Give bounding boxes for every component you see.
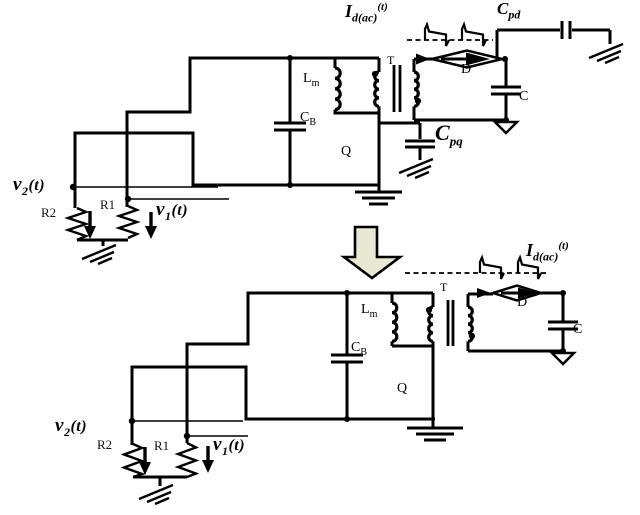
transformer-icon: [371, 58, 422, 192]
label-cb: CB: [351, 340, 368, 358]
v2-arrow-icon: [139, 447, 151, 475]
label-id-ac: Id(ac)(t): [345, 1, 388, 25]
wire: [185, 291, 433, 443]
label-lm: Lm: [303, 71, 320, 89]
resistor-r2-icon: [120, 442, 146, 479]
wire: [73, 131, 378, 208]
down-arrow-icon: [340, 225, 404, 280]
capacitor-cb-icon: [331, 293, 363, 419]
junction-dots: [69, 55, 509, 203]
label-v1: v1(t): [156, 199, 189, 223]
label-c: C: [519, 89, 529, 104]
label-r1: R1: [100, 197, 116, 212]
capacitor-cb-icon: [274, 58, 306, 185]
wire: [125, 56, 379, 207]
polarity-dot-icon: [371, 70, 379, 78]
inductor-lm-icon: [333, 58, 379, 115]
label-cpq: Cpq: [435, 120, 463, 149]
capacitor-cpq-icon: [379, 121, 435, 180]
label-c: C: [573, 322, 583, 337]
current-waveform-icon: [405, 254, 546, 280]
label-q: Q: [397, 381, 408, 396]
v2-arrow-icon: [84, 211, 96, 239]
label-t: T: [387, 53, 395, 67]
bottom-circuit: [120, 254, 578, 506]
resistor-r1-icon: [115, 204, 141, 240]
chassis-ground-icon: [138, 483, 174, 506]
polarity-dot-icon: [468, 332, 476, 340]
ground-icon: [355, 190, 402, 206]
wire: [133, 475, 187, 486]
polarity-dot-icon: [414, 97, 422, 105]
capacitor-cpd-icon: [495, 21, 624, 65]
label-t: T: [440, 280, 448, 294]
label-v1: v1(t): [213, 434, 246, 458]
label-r1: R1: [154, 438, 170, 453]
chassis-ground-icon: [588, 42, 624, 65]
wire: [130, 365, 435, 445]
sense-wire: [73, 186, 229, 200]
junction-dots: [128, 290, 566, 440]
label-lm: Lm: [361, 302, 378, 320]
wire: [77, 238, 128, 246]
label-cpd: Cpd: [497, 0, 521, 22]
chassis-ground-icon: [81, 243, 117, 266]
label-d: D: [461, 62, 472, 77]
chassis-ground-icon: [398, 157, 434, 180]
label-r2: R2: [97, 437, 113, 452]
ground-triangle-icon: [491, 120, 521, 135]
label-v2: v2(t): [13, 174, 46, 198]
label-v2: v2(t): [55, 415, 88, 439]
ground-triangle-icon: [548, 351, 578, 366]
top-circuit: [64, 21, 624, 266]
diode-icon: [477, 284, 563, 302]
v1-arrow-icon: [202, 446, 214, 473]
label-id-ac: Id(ac)(t): [526, 240, 569, 264]
polarity-dot-icon: [425, 306, 433, 314]
current-waveform-icon: [407, 21, 493, 47]
wire: [412, 57, 506, 122]
diode-icon: [416, 49, 503, 69]
ground-icon: [407, 426, 463, 442]
resistor-r2-icon: [64, 206, 90, 242]
label-cb: CB: [300, 110, 317, 128]
v1-arrow-icon: [145, 212, 157, 239]
sense-wire: [132, 420, 248, 437]
label-q: Q: [341, 144, 352, 159]
label-d: D: [517, 295, 528, 310]
resistor-r1-icon: [174, 441, 200, 479]
transformer-icon: [425, 293, 476, 428]
label-r2: R2: [41, 205, 57, 220]
inductor-lm-icon: [390, 293, 433, 348]
